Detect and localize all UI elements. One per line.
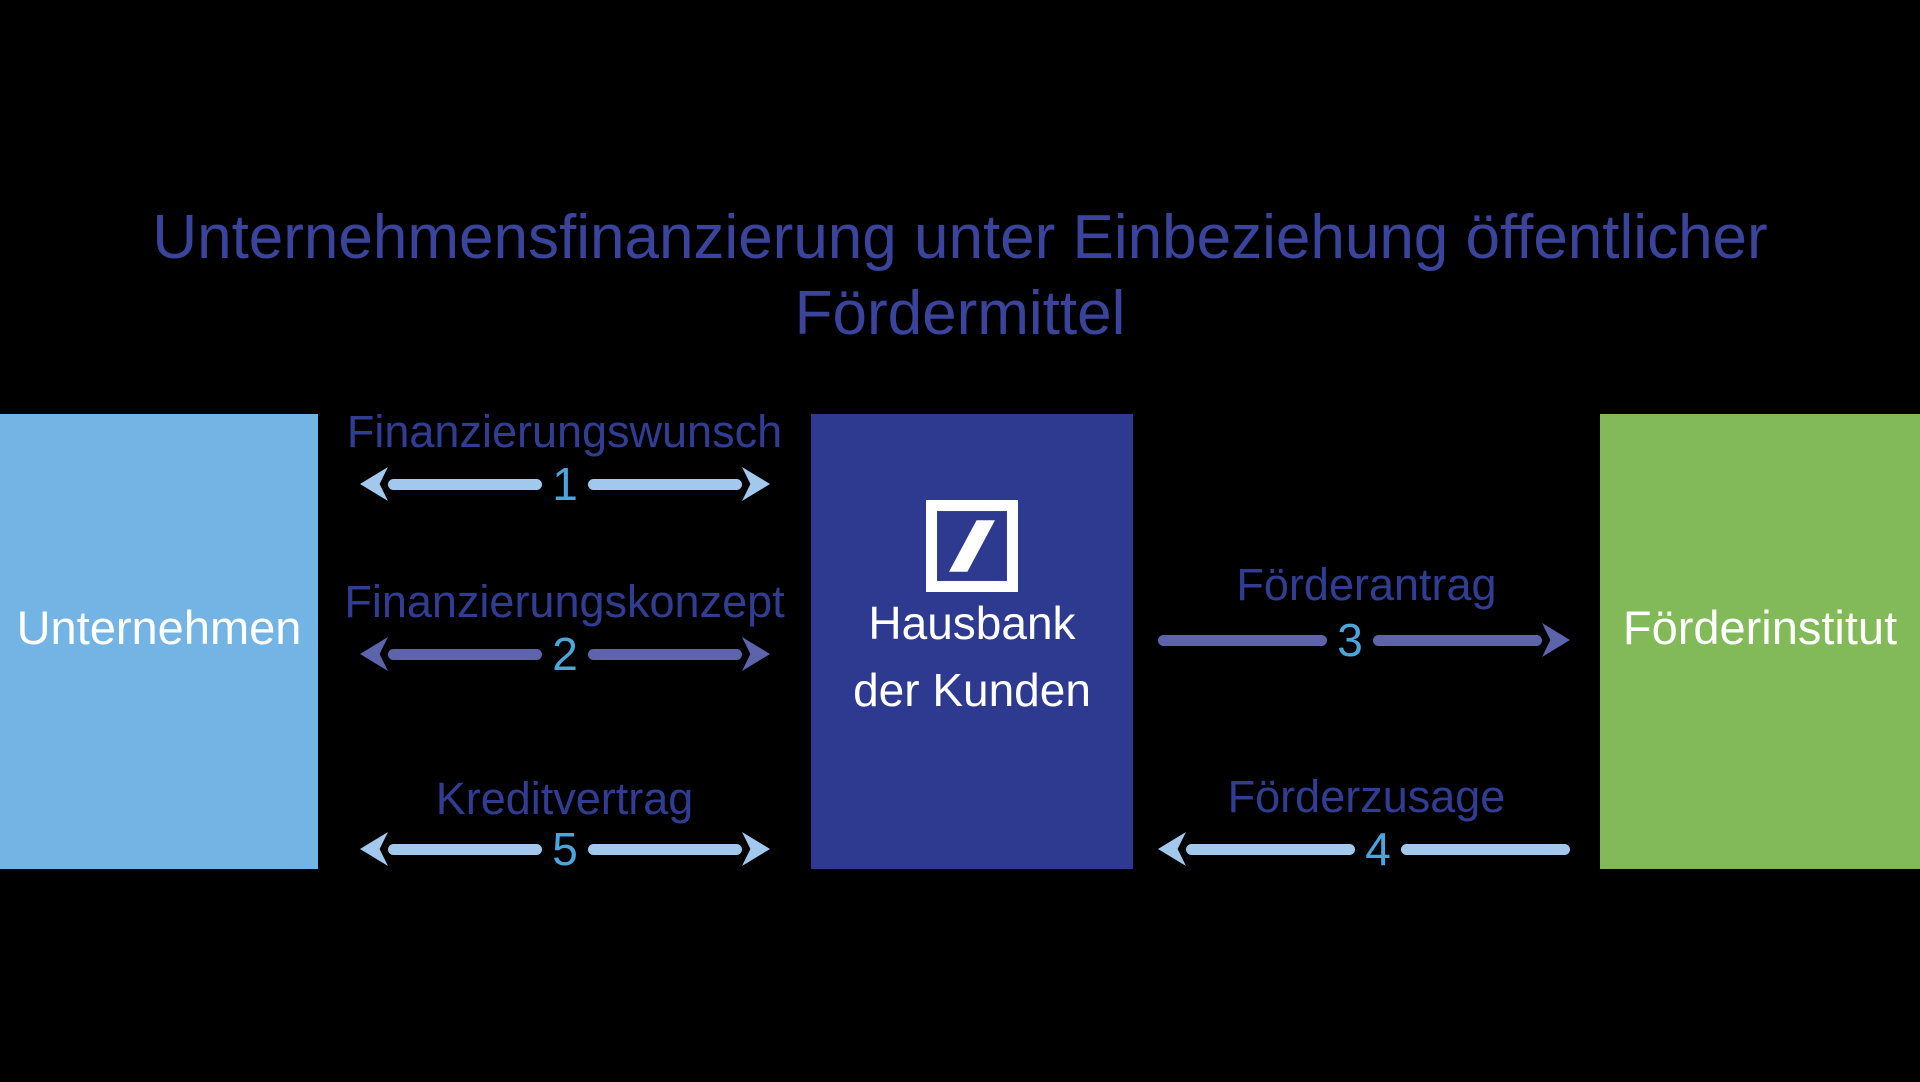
flow-number-4: 4 xyxy=(1365,823,1391,875)
flow-arrow-foerderantrag: 3 xyxy=(1158,614,1570,666)
arrow-shaft xyxy=(1186,843,1356,855)
bank-label-line2: der Kunden xyxy=(853,664,1091,716)
node-institute: Förderinstitut xyxy=(1600,414,1920,869)
arrowhead-right-icon xyxy=(742,467,770,501)
bank-label-line1: Hausbank xyxy=(868,597,1076,649)
flow-label-finanzierungswunsch: Finanzierungswunsch xyxy=(346,406,783,457)
flow-arrow-kreditvertrag: 5 xyxy=(360,823,770,875)
flow-number-1: 1 xyxy=(552,458,578,510)
arrow-shaft xyxy=(587,843,742,855)
flow-arrow-finanzierungswunsch: 1 xyxy=(360,458,770,510)
diagram-title-line1: Unternehmensfinanzierung unter Einbezieh… xyxy=(152,203,1768,272)
flow-number-5: 5 xyxy=(552,823,578,875)
arrowhead-left-icon xyxy=(1158,832,1186,866)
arrowhead-left-icon xyxy=(360,832,388,866)
flow-label-foerderantrag: Förderantrag xyxy=(1236,559,1497,610)
arrow-shaft xyxy=(1158,634,1328,646)
arrow-shaft xyxy=(388,843,543,855)
arrow-shaft xyxy=(388,478,543,490)
node-bank: Hausbank der Kunden xyxy=(811,414,1133,869)
bank-label: Hausbank der Kunden xyxy=(811,590,1133,724)
arrowhead-right-icon xyxy=(742,637,770,671)
arrow-shaft xyxy=(587,478,742,490)
flow-label-finanzierungskonzept: Finanzierungskonzept xyxy=(344,576,785,627)
arrowhead-right-icon xyxy=(1542,623,1570,657)
node-company: Unternehmen xyxy=(0,414,318,869)
flow-number-3: 3 xyxy=(1337,614,1363,666)
arrow-shaft xyxy=(587,648,742,660)
diagram-title: Unternehmensfinanzierung unter Einbezieh… xyxy=(0,200,1920,352)
arrow-shaft xyxy=(388,648,543,660)
deutsche-bank-slash-logo-icon xyxy=(926,500,1018,592)
flow-number-2: 2 xyxy=(552,628,578,680)
arrowhead-left-icon xyxy=(360,467,388,501)
company-label: Unternehmen xyxy=(16,600,302,654)
flow-label-foerderzusage: Förderzusage xyxy=(1227,771,1506,822)
arrowhead-left-icon xyxy=(360,637,388,671)
diagram-title-line2: Fördermittel xyxy=(794,279,1126,348)
flow-label-kreditvertrag: Kreditvertrag xyxy=(435,773,694,824)
arrow-shaft xyxy=(1400,843,1570,855)
arrowhead-right-icon xyxy=(742,832,770,866)
flow-arrow-finanzierungskonzept: 2 xyxy=(360,628,770,680)
flow-arrow-foerderzusage: 4 xyxy=(1158,823,1570,875)
arrow-shaft xyxy=(1372,634,1542,646)
institute-label: Förderinstitut xyxy=(1622,600,1898,654)
bank-box-content: Hausbank der Kunden xyxy=(811,414,1133,869)
